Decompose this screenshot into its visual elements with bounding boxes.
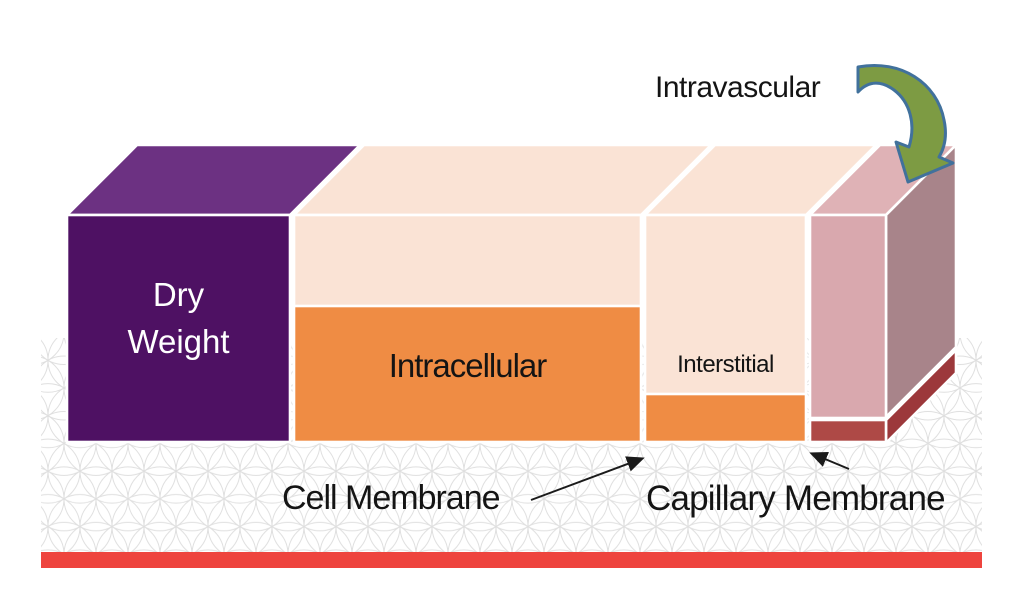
interstitial-fluid-strip xyxy=(643,392,808,444)
dry-weight-label-line1: Dry xyxy=(152,276,205,313)
dry-weight-label-line2: Weight xyxy=(127,323,230,360)
interstitial-label: Interstitial xyxy=(677,351,774,378)
intracellular-box-front xyxy=(292,304,643,444)
cell-membrane-arrow xyxy=(530,456,645,501)
capillary-membrane-strip-front xyxy=(808,418,888,444)
intravascular-label: Intravascular xyxy=(655,71,821,104)
dry-weight-box-front xyxy=(65,213,292,444)
intravascular-pointer-arrow xyxy=(856,64,955,184)
footer-accent-bar xyxy=(41,552,982,568)
intracellular-label: Intracellular xyxy=(388,347,548,384)
intracellular-box-top xyxy=(290,143,715,217)
capillary-membrane-label: Capillary Membrane xyxy=(646,479,946,518)
cell-membrane-label: Cell Membrane xyxy=(282,479,501,517)
intravascular-box-front xyxy=(808,213,888,420)
dry-weight-label: Dry Weight xyxy=(67,271,290,365)
capillary-membrane-arrow xyxy=(809,452,850,470)
